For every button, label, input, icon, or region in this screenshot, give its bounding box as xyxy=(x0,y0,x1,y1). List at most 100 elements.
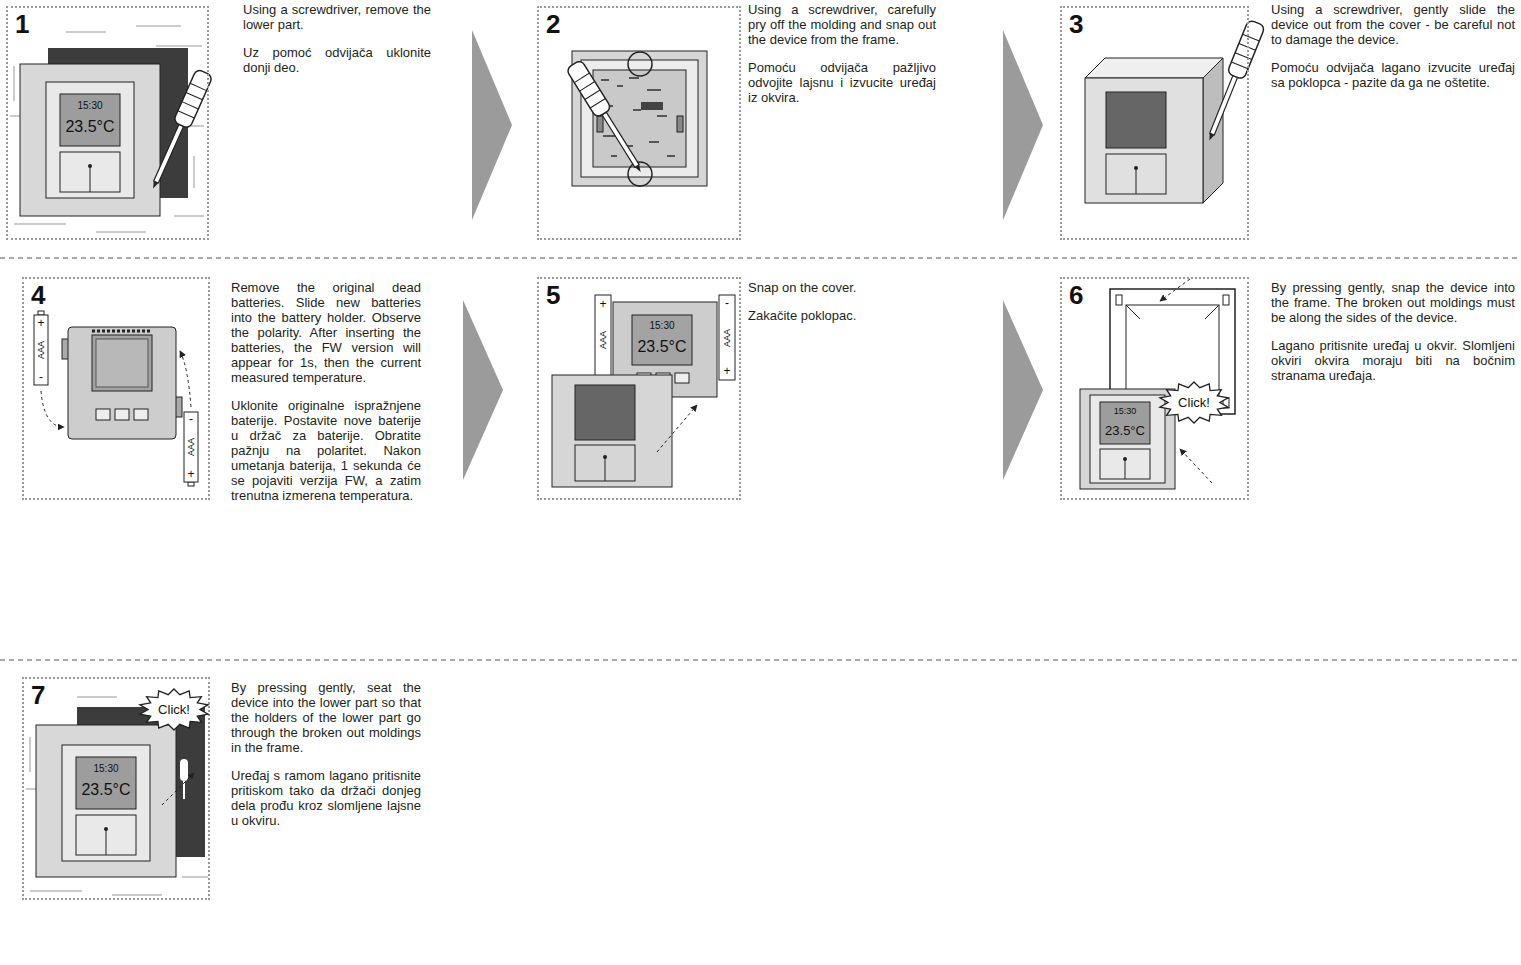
step1-illustration xyxy=(60,94,120,146)
instruction-text: Using a screwdriver, carefully pry off t… xyxy=(748,2,936,47)
step1-illustration xyxy=(90,166,91,192)
step3-illustration xyxy=(1136,168,1137,194)
display-text: + xyxy=(37,317,44,329)
step1-illustration xyxy=(10,26,213,232)
step1-illustration xyxy=(88,164,92,168)
step-text: Using a screwdriver, gently slide the de… xyxy=(1271,2,1515,90)
display-text: - xyxy=(189,413,193,425)
step5-illustration xyxy=(595,295,611,380)
step-number: 3 xyxy=(1069,10,1083,38)
instruction-text: Uklonite originalne ispražnjene baterije… xyxy=(231,398,421,503)
step1-illustration xyxy=(20,64,160,216)
step7-illustration xyxy=(36,725,176,877)
step4-illustration xyxy=(188,482,194,486)
step1-illustration xyxy=(10,26,204,232)
step1-illustration xyxy=(145,69,213,192)
step5-illustration xyxy=(632,315,692,365)
step6-illustration xyxy=(1080,389,1175,489)
display-text: + xyxy=(599,298,606,310)
step6-illustration xyxy=(1160,279,1190,301)
battery-marking: AAA xyxy=(599,331,608,349)
step6-illustration xyxy=(1100,402,1150,444)
step4-illustration xyxy=(134,409,148,420)
step4-illustration xyxy=(38,311,44,315)
step5-illustration xyxy=(657,405,697,452)
instruction-text: Using a screwdriver, gently slide the de… xyxy=(1271,2,1515,47)
step6-illustration xyxy=(1123,457,1127,461)
step-text: Using a screwdriver, carefully pry off t… xyxy=(748,2,936,105)
step7-illustration xyxy=(104,827,108,831)
display-text: - xyxy=(39,371,43,383)
step4-illustration xyxy=(34,315,48,385)
instruction-text: Snap on the cover. xyxy=(748,280,936,295)
display-text: 23.5°C xyxy=(81,782,130,798)
step2-illustration xyxy=(581,60,698,177)
instruction-text: Pomoću odvijača lagano izvucite uređaj s… xyxy=(1271,60,1515,90)
step6-illustration xyxy=(1126,305,1219,319)
callout-text: Click! xyxy=(158,702,190,717)
step5-illustration xyxy=(719,295,735,380)
step-number: 2 xyxy=(546,10,560,38)
step7-illustration xyxy=(26,697,208,895)
step-panel: 4 xyxy=(22,277,210,500)
callout-text: Click! xyxy=(1178,395,1210,410)
step4-illustration xyxy=(115,409,129,420)
instruction-text: Pomoću odvijača pažljivo odvojite lajsnu… xyxy=(748,60,936,105)
step6-illustration xyxy=(1126,305,1219,398)
step4-illustration xyxy=(184,412,198,482)
instruction-text: By pressing gently, snap the device into… xyxy=(1271,280,1515,325)
step-chevron xyxy=(463,300,503,480)
battery-marking: AAA xyxy=(187,438,196,456)
separator-line xyxy=(0,258,1521,259)
step4-illustration xyxy=(68,327,176,439)
step3-illustration xyxy=(1085,19,1265,203)
display-text: + xyxy=(187,468,194,480)
instruction-text: Uz pomoć odvijača uklonite donji deo. xyxy=(243,45,431,75)
step6-illustration xyxy=(1090,395,1165,483)
step7-illustration xyxy=(26,697,208,895)
step2-illustration xyxy=(566,51,707,186)
step-chevron xyxy=(463,30,1043,480)
step7-illustration xyxy=(180,759,188,781)
display-text: 15:30 xyxy=(1114,407,1137,416)
step-text: By pressing gently, snap the device into… xyxy=(1271,280,1515,383)
click-callout: Click! xyxy=(1159,382,1229,423)
step7-illustration xyxy=(162,773,194,805)
step-number: 1 xyxy=(15,10,29,38)
step3-illustration xyxy=(1106,92,1166,148)
step4-illustration xyxy=(41,391,64,427)
step3-illustration xyxy=(1085,78,1203,203)
step1-illustration xyxy=(46,82,134,198)
instruction-text: Zakačite poklopac. xyxy=(748,308,936,323)
step2-illustration xyxy=(641,102,663,110)
step-number: 4 xyxy=(31,281,45,309)
step3-illustration xyxy=(1201,19,1265,143)
display-text: 15:30 xyxy=(93,764,118,774)
step2-illustration xyxy=(572,51,707,186)
display-text: 23.5°C xyxy=(637,339,686,355)
instruction-text: Lagano pritisnite uređaj u okvir. Slomlj… xyxy=(1271,338,1515,383)
step4-illustration xyxy=(92,330,152,333)
step-number: 7 xyxy=(31,681,45,709)
step4-illustration xyxy=(180,351,191,407)
step6-illustration xyxy=(1116,295,1122,305)
battery-marking: AAA xyxy=(37,341,46,359)
step7-illustration xyxy=(76,815,136,855)
display-text: 15:30 xyxy=(77,101,102,111)
step2-illustration xyxy=(597,116,603,132)
step-text: Using a screwdriver, remove the lower pa… xyxy=(243,2,431,75)
step-text: Remove the original dead batteries. Slid… xyxy=(231,280,421,503)
step-panel: 3 xyxy=(1060,6,1249,240)
step-chevron xyxy=(1003,30,1043,220)
step-text: Snap on the cover. Zakačite poklopac. xyxy=(748,280,936,323)
step5-illustration xyxy=(605,457,606,481)
starburst-outline xyxy=(1160,382,1228,423)
display-text: 15:30 xyxy=(649,321,674,331)
step2-illustration xyxy=(601,78,675,156)
step5-illustration xyxy=(575,445,635,481)
step6-illustration xyxy=(1080,279,1235,489)
display-text: + xyxy=(723,365,730,377)
step5-illustration xyxy=(552,375,672,487)
